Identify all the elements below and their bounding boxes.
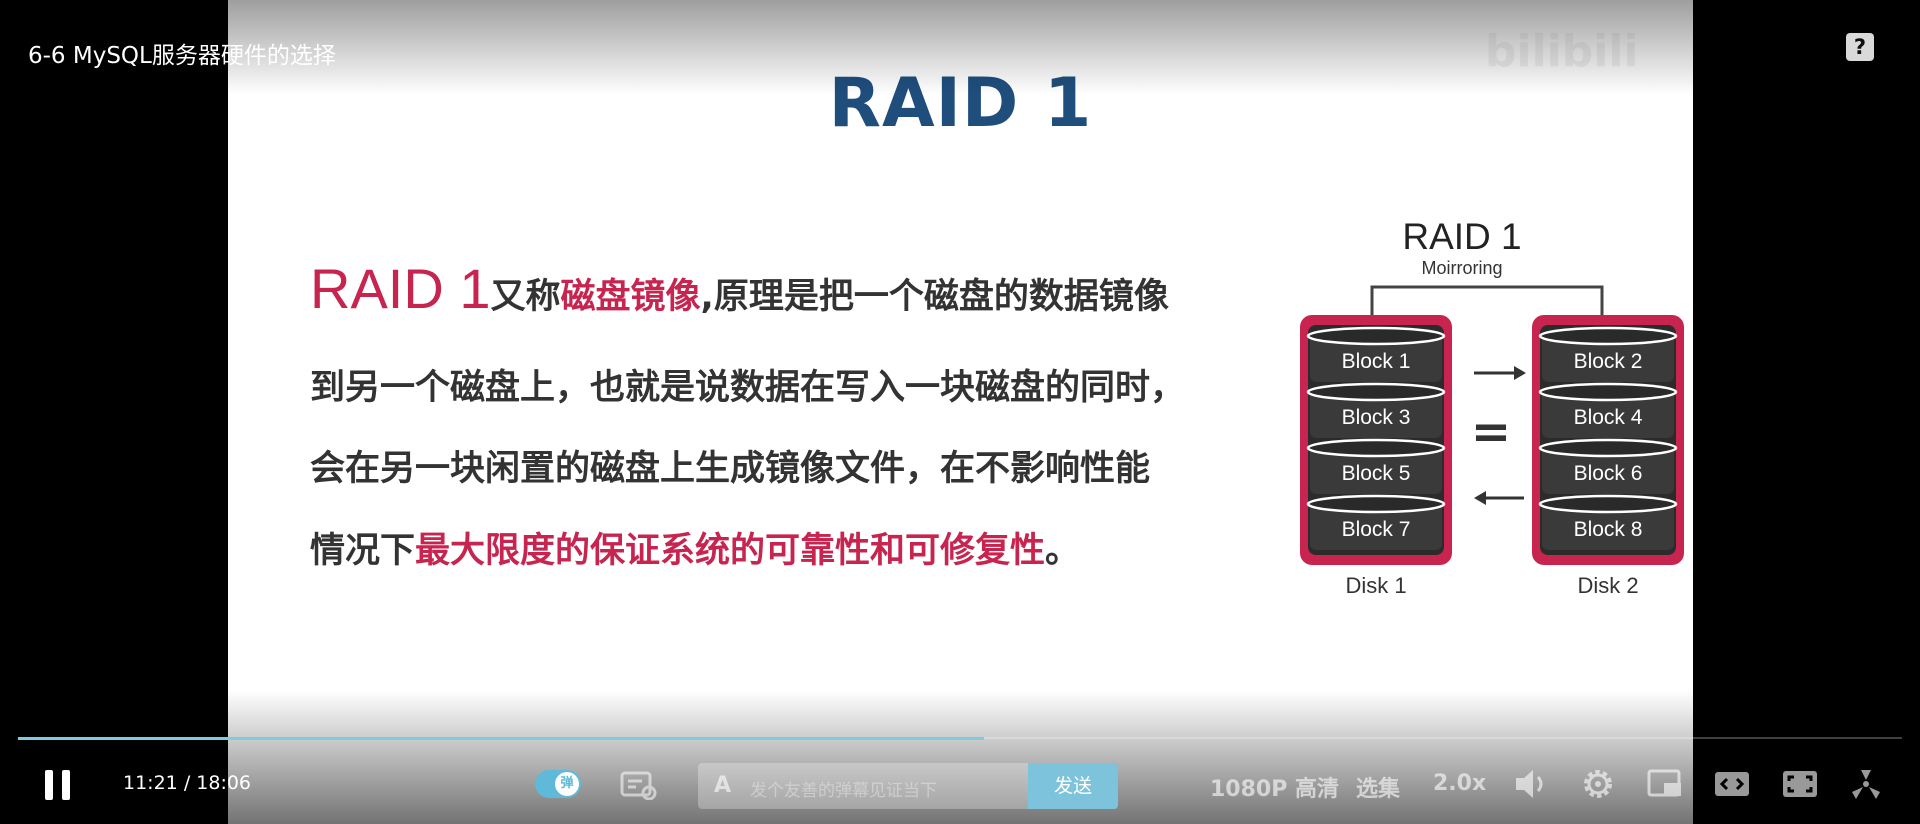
time-display: 11:21 / 18:06 (123, 772, 251, 794)
fullscreen-icon[interactable] (1847, 766, 1885, 802)
send-button[interactable]: 发送 (1028, 763, 1118, 809)
duration: 18:06 (196, 772, 252, 794)
disk-block: Block 2 (1538, 326, 1678, 382)
block-label: Block 3 (1342, 406, 1411, 429)
diagram-subtitle: Moirroring (1421, 258, 1502, 278)
disk-block: Block 1 (1306, 326, 1446, 382)
danmaku-placeholder: 发个友善的弹幕见证当下 (750, 781, 937, 801)
pause-icon[interactable] (45, 770, 73, 800)
block-label: Block 6 (1574, 462, 1643, 485)
widescreen-icon[interactable] (1713, 766, 1751, 802)
settings-icon[interactable] (1579, 766, 1617, 802)
bilibili-logo: bilibili (1485, 26, 1638, 77)
block-label: Block 1 (1342, 350, 1411, 373)
block-label: Block 8 (1574, 518, 1643, 541)
danmaku-settings-icon[interactable] (620, 770, 658, 800)
disk-1-blocks: Block 1 Block 3 Block 5 Block 7 (1306, 326, 1446, 550)
line4-end: 。 (1045, 531, 1081, 571)
slide-title: RAID 1 (828, 64, 1093, 143)
progress-fill (18, 737, 985, 740)
arrow-left (1474, 491, 1524, 505)
paragraph-line-3: 会在另一块闲置的磁盘上生成镜像文件，在不影响性能 (310, 449, 1151, 489)
danmaku-input[interactable]: A 发个友善的弹幕见证当下 (698, 763, 1028, 809)
disk-block: Block 6 (1538, 438, 1678, 494)
diagram-title: RAID 1 (1402, 216, 1521, 257)
slide: RAID 1 RAID 1又称磁盘镜像,原理是把一个磁盘的数据镜像 到另一个磁盘… (228, 0, 1693, 824)
pip-icon[interactable] (1646, 766, 1684, 802)
line1-text2: ,原理是把一个磁盘的数据镜像 (700, 277, 1169, 317)
video-title: 6-6 MySQL服务器硬件的选择 (28, 43, 336, 69)
disk-2-label: Disk 2 (1577, 573, 1638, 598)
paragraph-line-1: RAID 1又称磁盘镜像,原理是把一个磁盘的数据镜像 (310, 256, 1169, 321)
time-separator: / (183, 772, 191, 794)
disk-1-label: Disk 1 (1345, 573, 1406, 598)
line1-text1: 又称 (490, 277, 561, 317)
danmaku-toggle-knob: 弹 (555, 772, 579, 796)
block-label: Block 5 (1342, 462, 1411, 485)
danmaku-toggle[interactable]: 弹 (535, 770, 581, 798)
arrow-right (1474, 366, 1526, 380)
svg-text:bilibili: bilibili (1485, 26, 1638, 77)
equals-sign: = (1471, 404, 1511, 460)
block-label: Block 2 (1574, 350, 1643, 373)
disk-block: Block 3 (1306, 382, 1446, 438)
disk-block: Block 7 (1306, 494, 1446, 550)
line1-highlight: 磁盘镜像 (560, 277, 701, 317)
line4-text: 情况下 (310, 531, 416, 571)
disk-block: Block 5 (1306, 438, 1446, 494)
line4-highlight: 最大限度的保证系统的可靠性和可修复性 (415, 531, 1046, 571)
paragraph-line-4: 情况下最大限度的保证系统的可靠性和可修复性。 (310, 522, 1080, 573)
speed-button[interactable]: 2.0x (1433, 771, 1487, 796)
current-time: 11:21 (123, 772, 178, 794)
episodes-button[interactable]: 选集 (1356, 777, 1401, 802)
quality-button[interactable]: 1080P 高清 (1210, 777, 1340, 802)
volume-icon[interactable] (1512, 766, 1550, 802)
disk-2-blocks: Block 2 Block 4 Block 6 Block 8 (1538, 326, 1678, 550)
raid1-lead: RAID 1 (310, 257, 491, 320)
web-fullscreen-icon[interactable] (1781, 766, 1819, 802)
help-button[interactable]: ? (1846, 33, 1874, 61)
block-label: Block 7 (1342, 518, 1411, 541)
disk-block: Block 8 (1538, 494, 1678, 550)
block-label: Block 4 (1574, 406, 1643, 429)
danmaku-style-icon[interactable]: A (714, 773, 732, 798)
mirror-bracket (1370, 285, 1604, 328)
paragraph-line-2: 到另一个磁盘上，也就是说数据在写入一块磁盘的同时， (310, 368, 1186, 408)
disk-block: Block 4 (1538, 382, 1678, 438)
